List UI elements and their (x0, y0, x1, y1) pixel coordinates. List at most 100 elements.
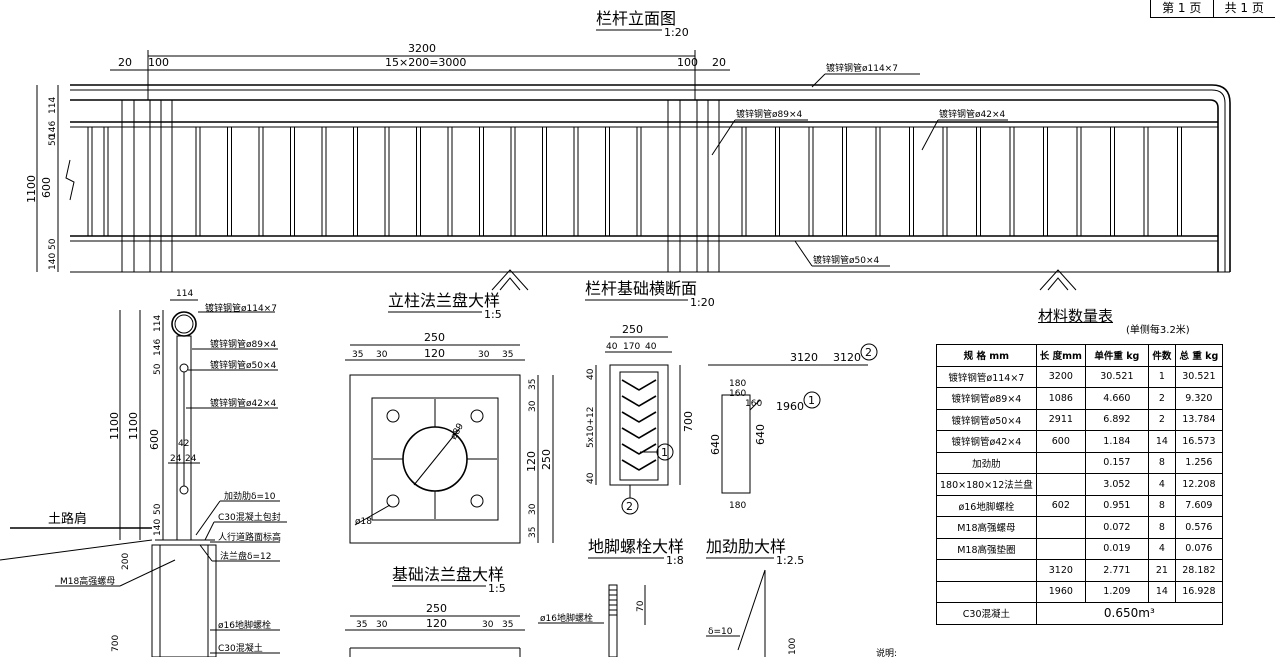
table-header-cell: 长 度mm (1035, 344, 1086, 367)
rib-delta: δ=10 (708, 627, 733, 637)
table-cell: 3.052 (1084, 473, 1149, 496)
sec-v146: 146 (153, 339, 163, 356)
table-cell: 8 (1147, 451, 1176, 474)
base-flange-w250: 250 (426, 602, 447, 615)
flange-d35b: 35 (502, 350, 513, 360)
table-cell: 镀锌钢管ø50×4 (936, 408, 1037, 431)
sec-conc-wrap: C30混凝土包封 (218, 511, 281, 523)
sec-flange: 法兰盘δ=12 (220, 550, 272, 562)
baluster (875, 126, 881, 237)
baluster (195, 126, 201, 237)
table-cell: 0.157 (1084, 451, 1149, 474)
stirrup-mark (621, 411, 657, 423)
sec-v50: 50 (153, 363, 163, 375)
table-cell: 0.072 (1084, 516, 1149, 539)
table-cell: 8 (1147, 516, 1176, 539)
dim-3000: 15×200=3000 (385, 56, 466, 69)
base-flange-d30a: 30 (376, 620, 388, 630)
baluster (510, 126, 516, 237)
flange-v250: 250 (540, 449, 553, 470)
sec-label-50: 镀锌钢管ø50×4 (210, 359, 276, 371)
table-cell: 2 (1147, 387, 1176, 410)
sec-bolt: M18高强螺母 (60, 575, 115, 587)
table-cell: 3120 (1035, 559, 1086, 582)
baluster (909, 126, 914, 237)
table-cell (936, 580, 1037, 603)
rib-detail: 加劲肋大样 1:2.5 δ=10 100 说明: (706, 537, 897, 657)
foundation-d40b: 40 (645, 342, 657, 352)
vdim-140: 140 (48, 253, 58, 270)
sec-v1100b: 1100 (127, 412, 140, 440)
rebar-l1960: 1960 (776, 400, 804, 413)
sec-label-114: 镀锌钢管ø114×7 (205, 302, 277, 314)
table-cell: 30.521 (1084, 365, 1149, 388)
baluster (447, 126, 453, 237)
dim-3200: 3200 (408, 42, 436, 55)
sec-d24b: 24 (185, 454, 197, 464)
baluster (741, 126, 747, 237)
table-cell: 2.771 (1084, 559, 1149, 582)
post-section: 114 镀锌钢管ø114×7 镀锌钢管ø89×4 镀锌钢管ø50×4 镀锌钢管ø… (0, 289, 287, 657)
flange-scale: 1:5 (484, 308, 502, 321)
rib-scale: 1:2.5 (776, 554, 804, 567)
table-cell: M18高强螺母 (936, 516, 1037, 539)
sheet-total: 共 1 页 (1212, 0, 1275, 17)
rebar-v640a: 640 (709, 434, 722, 455)
foundation-v40b: 40 (586, 472, 596, 484)
vdim-1100: 1100 (25, 175, 38, 203)
sec-v600: 600 (148, 429, 161, 450)
table-cell: 1086 (1035, 387, 1086, 410)
table-cell: 7.609 (1174, 494, 1223, 517)
table-cell (1035, 451, 1086, 474)
table-cell: 1960 (1035, 580, 1086, 603)
table-cell (1035, 516, 1086, 539)
anchor-title: 地脚螺栓大样 (588, 537, 684, 556)
foundation-section: 栏杆基础横断面 1:20 250 40 170 40 40 5x10+12 40… (585, 279, 715, 515)
sec-v140: 140 (153, 519, 163, 536)
table-cell: 4.660 (1084, 387, 1149, 410)
table-cell: 8 (1147, 494, 1176, 517)
foundation-v5x: 5x10+12 (586, 407, 596, 449)
sec-v700: 700 (111, 635, 121, 652)
table-cell: 3200 (1035, 365, 1086, 388)
stirrup-mark (621, 427, 657, 439)
sec-c30: C30混凝土 (218, 642, 263, 654)
baluster (227, 126, 232, 237)
foundation-d170: 170 (623, 342, 640, 352)
label-post-89: 镀锌钢管ø89×4 (736, 108, 802, 120)
baluster (942, 126, 948, 237)
table-cell: 镀锌钢管ø114×7 (936, 365, 1037, 388)
table-cell (1035, 537, 1086, 560)
sec-shoulder: 土路肩 (48, 511, 87, 527)
table-cell: 9.320 (1174, 387, 1223, 410)
table-cell: 16.573 (1174, 430, 1223, 453)
label-baluster-42: 镀锌钢管ø42×4 (939, 108, 1005, 120)
table-cell: 1 (1147, 365, 1176, 388)
table-cell: 6.892 (1084, 408, 1149, 431)
rebar-detail: 3120 3120 2 180 160 160 1960 1 640 640 1… (708, 343, 878, 511)
baluster (1009, 126, 1015, 237)
foundation-scale: 1:20 (690, 296, 715, 309)
rebar-d160b: 160 (745, 399, 762, 409)
table-cell: 镀锌钢管ø89×4 (936, 387, 1037, 410)
rebar-l3120a: 3120 (790, 351, 818, 364)
base-flange-d120: 120 (426, 617, 447, 630)
baluster (636, 126, 642, 237)
table-cell: 30.521 (1174, 365, 1223, 388)
base-flange-d30b: 30 (482, 620, 494, 630)
vdim-146: 146 (48, 121, 58, 138)
table-cell: 600 (1035, 430, 1086, 453)
note-label: 说明: (876, 647, 897, 657)
table-cell: C30混凝土 (936, 602, 1037, 625)
dim-100-right: 100 (677, 56, 698, 69)
rib-title: 加劲肋大样 (706, 537, 786, 556)
